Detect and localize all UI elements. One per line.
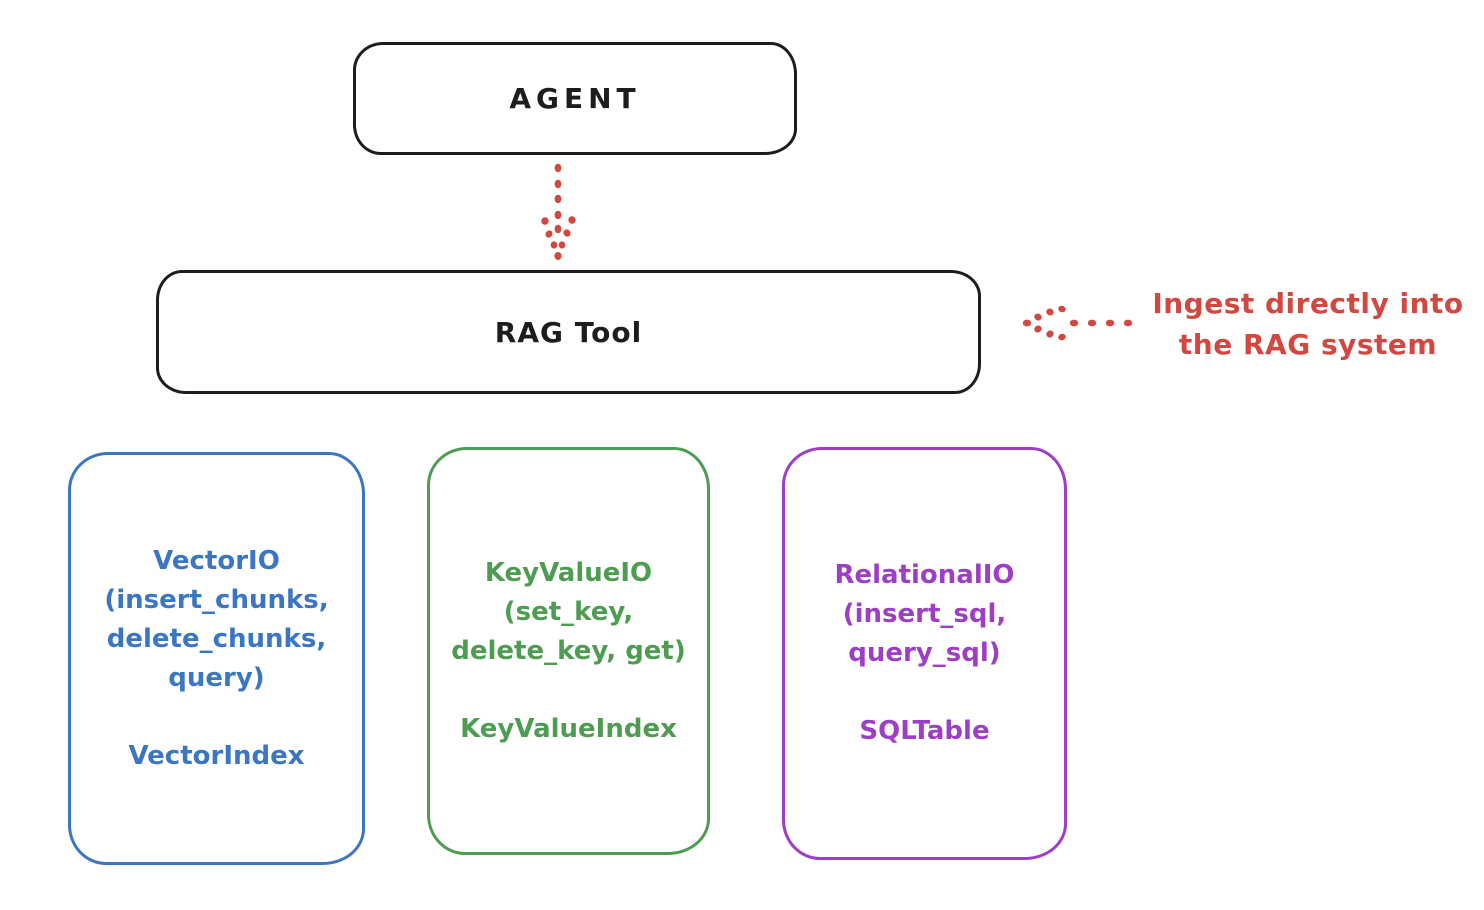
io-line: VectorIO: [153, 545, 280, 576]
ingest-annotation-line2: the RAG system: [1178, 328, 1438, 361]
dotted-arrow-left-icon: [1022, 305, 1133, 341]
io-line: delete_chunks,: [106, 623, 327, 654]
io-line: (set_key,: [503, 596, 634, 627]
ingest-annotation: Ingest directly into the RAG system: [1138, 283, 1478, 365]
relational-io-node: RelationalIO (insert_sql, query_sql) SQL…: [782, 447, 1067, 860]
io-line: (insert_sql,: [842, 599, 1007, 629]
key-value-index-label: KeyValueIndex: [460, 713, 677, 744]
ingest-annotation-line1: Ingest directly into: [1152, 287, 1464, 320]
key-value-io-interface: KeyValueIO (set_key, delete_key, get): [451, 554, 686, 671]
rag-tool-label: RAG Tool: [494, 315, 643, 349]
dotted-arrow-down-icon: [541, 163, 576, 260]
io-line: RelationalIO: [834, 560, 1015, 590]
vector-io-interface: VectorIO (insert_chunks, delete_chunks, …: [104, 542, 328, 698]
io-line: query): [168, 662, 265, 693]
agent-label: AGENT: [509, 82, 641, 115]
io-line: KeyValueIO: [484, 557, 653, 588]
key-value-io-node: KeyValueIO (set_key, delete_key, get) Ke…: [427, 447, 710, 855]
vector-io-node: VectorIO (insert_chunks, delete_chunks, …: [68, 452, 365, 865]
io-line: query_sql): [848, 638, 1001, 668]
sql-table-label: SQLTable: [859, 716, 990, 746]
io-line: delete_key, get): [451, 635, 686, 666]
rag-tool-node: RAG Tool: [156, 270, 981, 394]
vector-index-label: VectorIndex: [128, 740, 305, 771]
relational-io-interface: RelationalIO (insert_sql, query_sql): [834, 556, 1014, 673]
agent-node: AGENT: [353, 42, 797, 155]
io-line: (insert_chunks,: [104, 584, 329, 615]
